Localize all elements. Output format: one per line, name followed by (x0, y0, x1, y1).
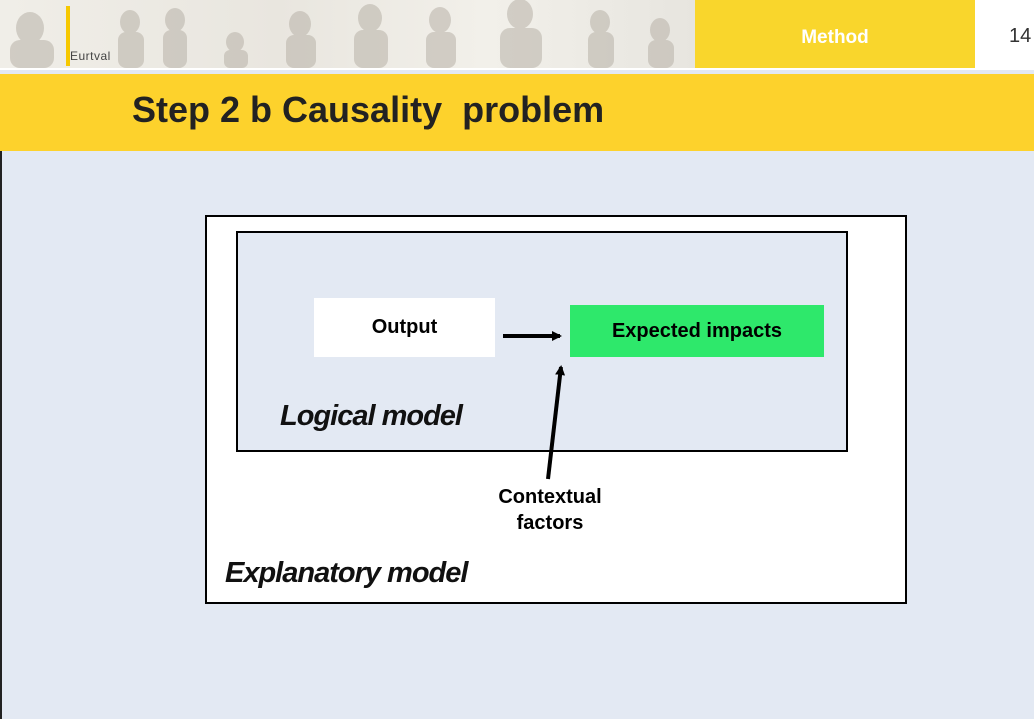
logo-accent-bar (66, 6, 70, 66)
contextual-factors-line-2: factors (516, 512, 584, 534)
output-label: Output (371, 316, 438, 338)
logical-model-label: Logical model (280, 400, 463, 432)
title-band (0, 74, 1034, 151)
expected-impacts-node: Expected impacts (570, 305, 824, 357)
page-title: Step 2 b Causality problem (132, 89, 605, 130)
contextual-factors-line-1: Contextual (498, 486, 602, 508)
logo: Eurtval (70, 49, 111, 63)
section-tab: Method (695, 0, 975, 68)
expected-impacts-label: Expected impacts (611, 319, 783, 342)
explanatory-model-label: Explanatory model (225, 557, 468, 589)
header-photo-banner (0, 0, 695, 68)
people-collage-image (10, 0, 674, 68)
slide-left-border (0, 151, 2, 719)
contextual-factors-label: Contextual factors (470, 484, 630, 536)
section-label: Method (801, 27, 869, 48)
output-node: Output (314, 298, 495, 357)
page-number: 14 (1009, 25, 1032, 47)
